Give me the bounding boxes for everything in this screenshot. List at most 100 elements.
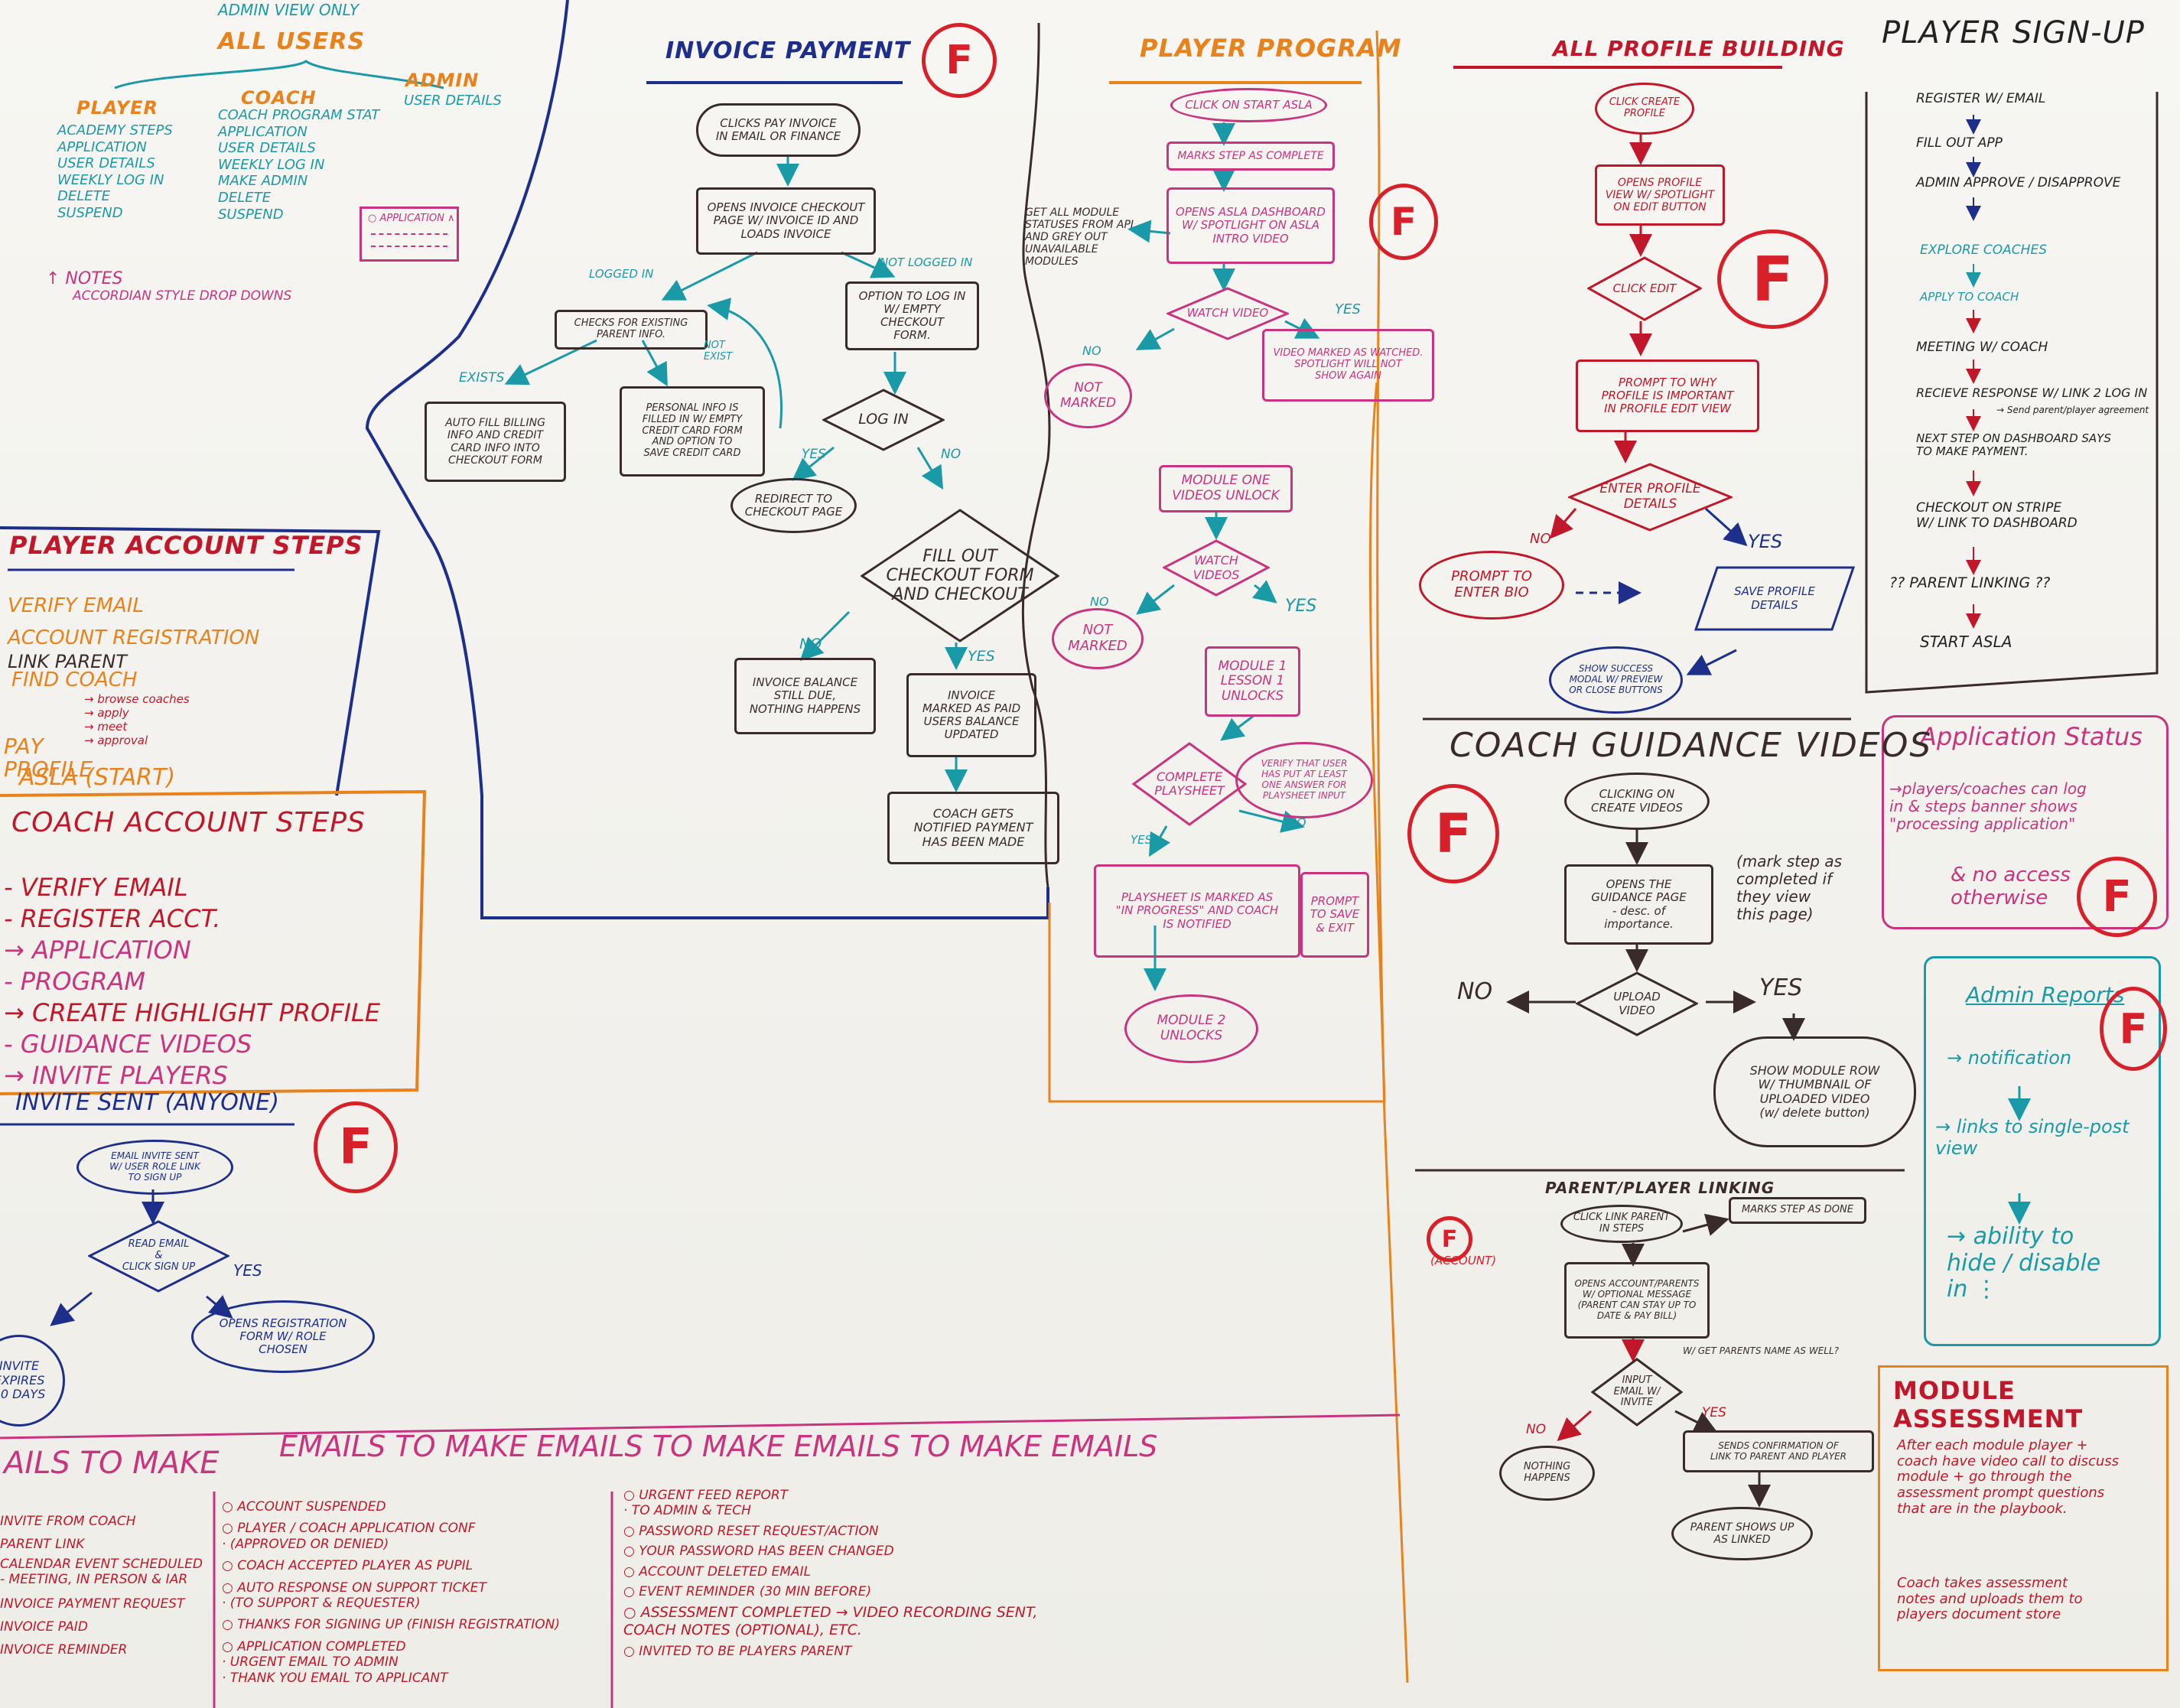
watch-videos-label: WATCH VIDEOS xyxy=(1192,553,1240,582)
list-item: → meet xyxy=(84,720,128,734)
signup-step-8: NEXT STEP ON DASHBOARD SAYS TO MAKE PAYM… xyxy=(1916,431,2111,459)
linking-no-label: NO xyxy=(1526,1422,1547,1437)
list-item: → APPLICATION xyxy=(4,935,191,965)
verify-input-node: VERIFY THAT USER HAS PUT AT LEAST ONE AN… xyxy=(1235,742,1373,818)
coach-admin-list: COACH PROGRAM STAT APPLICATION USER DETA… xyxy=(218,107,379,223)
coach-notified-node: COACH GETS NOTIFIED PAYMENT HAS BEEN MAD… xyxy=(887,792,1059,864)
invite-title: INVITE SENT (ANYONE) xyxy=(15,1089,279,1116)
player-heading: PLAYER xyxy=(76,97,158,119)
nothing-happens-node: NOTHING HAPPENS xyxy=(1499,1446,1595,1501)
not-marked-node: NOT MARKED xyxy=(1044,363,1132,428)
module-one-node: MODULE ONE VIDEOS UNLOCK xyxy=(1159,465,1293,512)
list-item: - VERIFY EMAIL xyxy=(4,873,188,902)
list-item: ○ INVITED TO BE PLAYERS PARENT xyxy=(623,1643,852,1659)
list-item: SUSPEND xyxy=(57,204,123,221)
list-item: → approval xyxy=(84,734,148,747)
signup-step-6: MEETING W/ COACH xyxy=(1916,340,2048,355)
input-email-label: INPUT EMAIL W/ INVITE xyxy=(1613,1374,1661,1409)
player-admin-list: ACADEMY STEPS APPLICATION USER DETAILS W… xyxy=(57,122,173,222)
watch-video-decision: WATCH VIDEO xyxy=(1166,287,1289,340)
module-assessment-body: After each module player + coach have vi… xyxy=(1897,1437,2120,1517)
video-marked-node: VIDEO MARKED AS WATCHED. SPOTLIGHT WILL … xyxy=(1262,329,1434,402)
admin-report-item-1: → notification xyxy=(1947,1047,2072,1069)
list-item: INVOICE PAID xyxy=(0,1619,88,1635)
checks-parent-node: CHECKS FOR EXISTING PARENT INFO. xyxy=(555,310,708,350)
mini-box-title: ○ APPLICATION ∧ xyxy=(368,213,455,224)
success-modal-node: SHOW SUCCESS MODAL W/ PREVIEW OR CLOSE B… xyxy=(1549,646,1683,714)
watch-yes-label: YES xyxy=(1335,301,1361,317)
asla-dashboard-node: OPENS ASLA DASHBOARD W/ SPOTLIGHT ON ASL… xyxy=(1166,187,1335,264)
player-step-profile: PROFILE xyxy=(4,756,93,782)
list-item: DELETE xyxy=(218,189,272,206)
signup-step-11: START ASLA xyxy=(1920,633,2012,651)
emails-title-left: AILS TO MAKE xyxy=(4,1446,220,1481)
player-step-pay: PAY xyxy=(4,734,44,759)
signup-step-9: CHECKOUT ON STRIPE W/ LINK TO DASHBOARD xyxy=(1916,500,2078,531)
email-invite-node: EMAIL INVITE SENT W/ USER ROLE LINK TO S… xyxy=(76,1140,233,1195)
module-assessment-body2: Coach takes assessment notes and uploads… xyxy=(1897,1575,2083,1623)
admin-view-note: ADMIN VIEW ONLY xyxy=(218,1,360,19)
redirect-node: REDIRECT TO CHECKOUT PAGE xyxy=(730,478,857,533)
diamond-shape xyxy=(822,389,945,451)
list-item: USER DETAILS xyxy=(57,155,155,172)
grade-mark-program: F xyxy=(1369,184,1438,260)
option-login-node: OPTION TO LOG IN W/ EMPTY CHECKOUT FORM. xyxy=(845,281,979,350)
login-decision-label: LOG IN xyxy=(858,411,909,428)
list-item: CALENDAR EVENT SCHEDULED - MEETING, IN P… xyxy=(0,1556,203,1587)
diamond-shape xyxy=(1132,742,1247,826)
list-item: APPLICATION xyxy=(218,123,307,140)
app-status-line2: & no access otherwise xyxy=(1951,864,2071,909)
diamond-shape xyxy=(1163,539,1270,597)
list-item: → apply xyxy=(84,706,129,720)
module-status-note: GET ALL MODULE STATUSES FROM API AND GRE… xyxy=(1025,207,1134,268)
list-item: ○ ACCOUNT SUSPENDED xyxy=(222,1499,386,1514)
module2-node: MODULE 2 UNLOCKS xyxy=(1124,994,1258,1063)
signup-side-note: → Send parent/player agreement xyxy=(1996,405,2149,415)
list-item: DELETE xyxy=(57,188,111,205)
enter-details-decision: ENTER PROFILE DETAILS xyxy=(1568,463,1733,532)
coach-guidance-title: COACH GUIDANCE VIDEOS xyxy=(1450,726,1933,765)
diamond-shape xyxy=(88,1220,229,1293)
list-item: INVITE FROM COACH xyxy=(0,1514,136,1529)
login-no-label: NO xyxy=(941,447,961,462)
watch-video-label: WATCH VIDEO xyxy=(1186,306,1269,320)
signup-step-7: RECIEVE RESPONSE W/ LINK 2 LOG IN xyxy=(1916,386,2148,400)
find-coach-substeps: → browse coaches → apply → meet → approv… xyxy=(84,692,190,747)
coach-steps-title: COACH ACCOUNT STEPS xyxy=(11,807,366,838)
signup-step-2: FILL OUT APP xyxy=(1916,135,2003,151)
profile-title: ALL PROFILE BUILDING xyxy=(1553,36,1845,61)
read-email-decision: READ EMAIL & CLICK SIGN UP xyxy=(88,1220,229,1293)
read-email-label: READ EMAIL & CLICK SIGN UP xyxy=(122,1238,196,1273)
lesson-unlocks-node: MODULE 1 LESSON 1 UNLOCKS xyxy=(1205,646,1300,717)
list-item: ○ APPLICATION COMPLETED · URGENT EMAIL T… xyxy=(222,1638,448,1686)
input-email-decision: INPUT EMAIL W/ INVITE xyxy=(1591,1358,1683,1427)
invoice-start-node: CLICKS PAY INVOICE IN EMAIL OR FINANCE xyxy=(696,103,861,157)
coach-heading: COACH xyxy=(241,87,317,109)
list-item: ○ THANKS FOR SIGNING UP (FINISH REGISTRA… xyxy=(222,1617,560,1633)
emails-col-3: ○ URGENT FEED REPORT · TO ADMIN & TECH ○… xyxy=(623,1488,1037,1659)
marks-complete-node: MARKS STEP AS COMPLETE xyxy=(1166,142,1335,171)
accordion-mini-box: ○ APPLICATION ∧ xyxy=(360,207,459,262)
signup-step-4: EXPLORE COACHES xyxy=(1920,242,2047,258)
app-status-line1: →players/coaches can log in & steps bann… xyxy=(1889,779,2087,833)
signup-step-3: ADMIN APPROVE / DISAPPROVE xyxy=(1916,175,2121,190)
player-step-asla: ASLA (START) xyxy=(19,764,176,791)
not-exist-label: NOT EXIST xyxy=(704,340,733,363)
list-item: ○ YOUR PASSWORD HAS BEEN CHANGED xyxy=(623,1544,894,1560)
admin-report-item-2: → links to single-post view xyxy=(1935,1116,2130,1159)
admin-reports-panel xyxy=(1924,956,2161,1346)
list-item: WEEKLY LOG IN xyxy=(57,171,164,188)
list-item: → browse coaches xyxy=(84,692,190,706)
registration-form-node: OPENS REGISTRATION FORM W/ ROLE CHOSEN xyxy=(191,1300,375,1373)
exists-label: EXISTS xyxy=(459,370,505,386)
grade-mark-guidance: F xyxy=(1407,784,1499,883)
list-item: MAKE ADMIN xyxy=(218,173,308,190)
save-details-label: SAVE PROFILE DETAILS xyxy=(1734,584,1815,612)
click-edit-decision: CLICK EDIT xyxy=(1587,256,1702,321)
list-item: ○ PASSWORD RESET REQUEST/ACTION xyxy=(623,1523,879,1539)
list-item: ○ PLAYER / COACH APPLICATION CONF · (APP… xyxy=(222,1521,476,1552)
emails-col-1: INVITE FROM COACH PARENT LINK CALENDAR E… xyxy=(0,1511,203,1662)
complete-playsheet-decision: COMPLETE PLAYSHEET xyxy=(1132,742,1247,826)
list-item: ○ COACH ACCEPTED PLAYER AS PUPIL xyxy=(222,1558,473,1574)
invoice-title: INVOICE PAYMENT xyxy=(665,37,911,64)
